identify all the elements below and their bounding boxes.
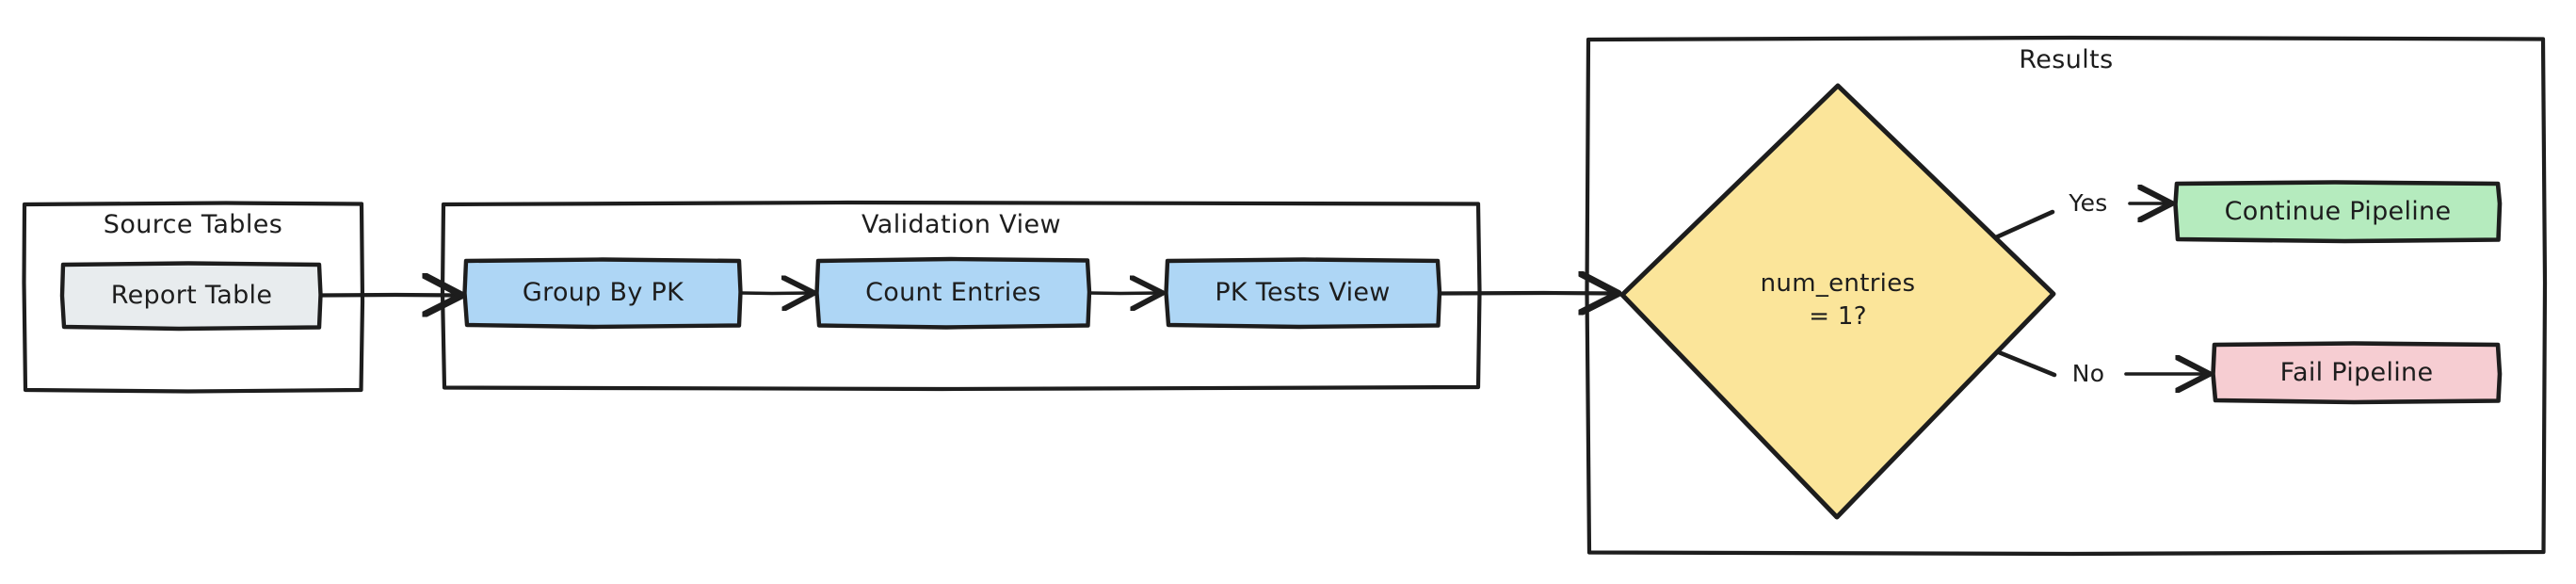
edge-label-no: No <box>2062 359 2115 389</box>
node-label-pk-tests-view: PK Tests View <box>1215 278 1391 308</box>
node-num-entries-check[interactable] <box>1619 83 2056 520</box>
edge-label-yes: Yes <box>2058 188 2118 219</box>
node-label-count-entries: Count Entries <box>865 278 1041 308</box>
node-label-report-table: Report Table <box>110 281 273 311</box>
node-report-table[interactable] <box>59 261 323 332</box>
node-pk-tests-view[interactable] <box>1164 257 1442 330</box>
node-fail-pipeline[interactable] <box>2211 341 2503 405</box>
node-continue-pipeline[interactable] <box>2173 180 2503 244</box>
node-count-entries[interactable] <box>814 256 1092 330</box>
node-label-group-by-pk: Group By PK <box>522 278 684 308</box>
edge-pk-tests-view-to-decision <box>1437 293 1617 294</box>
group-container-results <box>1585 35 2548 557</box>
node-group-by-pk[interactable] <box>462 257 743 330</box>
group-container-source-tables <box>22 201 365 394</box>
node-label-decision-line-2: = 1? <box>1809 301 1867 331</box>
group-title-results: Results <box>2019 45 2114 75</box>
group-title-validation-view: Validation View <box>861 210 1061 240</box>
edge-count-entries-to-pk-tests-view <box>1087 293 1161 294</box>
group-container-validation-view <box>440 200 1482 392</box>
group-title-source-tables: Source Tables <box>103 210 283 240</box>
node-label-decision-line-1: num_entries <box>1760 268 1916 298</box>
edge-group-by-pk-to-count-entries <box>739 293 813 294</box>
edge-decision-to-fail-pipeline <box>1991 348 2208 375</box>
node-label-fail-pipeline: Fail Pipeline <box>2279 358 2434 388</box>
edge-decision-to-continue-pipeline <box>1993 203 2170 240</box>
edge-report-table-to-group-by-pk <box>318 295 460 296</box>
node-label-continue-pipeline: Continue Pipeline <box>2224 197 2452 227</box>
